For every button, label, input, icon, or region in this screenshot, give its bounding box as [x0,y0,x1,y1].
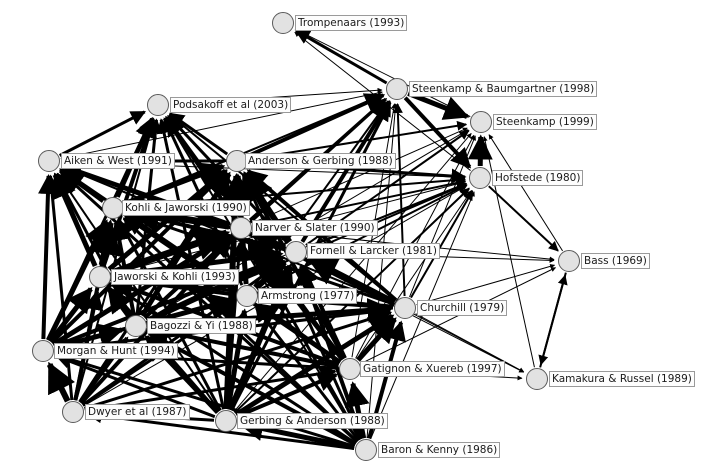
graph-node-label: Bagozzi & Yi (1988) [147,318,256,334]
graph-edge [416,263,556,306]
graph-node-label: Morgan & Hunt (1994) [54,343,178,359]
graph-node-label: Dwyer et al (1987) [85,404,190,420]
graph-edge [60,90,383,160]
graph-node-label: Jaworski & Kohli (1993) [111,269,239,285]
graph-node-label: Anderson & Gerbing (1988) [245,153,396,169]
graph-node[interactable] [272,12,294,34]
graph-edge [345,381,370,439]
graph-node[interactable] [355,439,377,461]
graph-node-label: Kohli & Jaworski (1990) [122,200,250,216]
graph-node[interactable] [339,358,361,380]
graph-node[interactable] [102,197,124,219]
graph-node-label: Narver & Slater (1990) [252,220,378,236]
graph-edge [488,134,564,252]
graph-node[interactable] [38,150,60,172]
graph-edge [247,93,386,158]
graph-node[interactable] [125,315,147,337]
graph-edge [410,190,474,299]
graph-node[interactable] [470,111,492,133]
graph-node-label: Bass (1969) [581,253,650,269]
graph-edge [538,272,567,366]
graph-edge [467,134,493,167]
graph-edge [234,313,395,417]
graph-node-label: Steenkamp & Baumgartner (1998) [409,81,598,97]
graph-edge [252,178,467,227]
graph-node[interactable] [215,410,237,432]
graph-node-label: Hofstede (1980) [492,170,584,186]
graph-node[interactable] [386,78,408,100]
graph-edge [488,185,559,252]
graph-node-label: Steenkamp (1999) [493,114,597,130]
graph-node[interactable] [89,266,111,288]
graph-node-label: Podsakoff et al (2003) [170,97,292,113]
graph-node-label: Gatignon & Xuereb (1997) [360,361,505,377]
graph-node[interactable] [394,297,416,319]
graph-edge [407,91,470,120]
graph-node-label: Gerbing & Anderson (1988) [237,413,388,429]
graph-edge [37,173,58,340]
graph-edge [55,352,355,448]
graph-edge [300,100,391,243]
graph-node-label: Trompenaars (1993) [295,15,408,31]
graph-node-label: Kamakura & Russel (1989) [549,371,695,387]
graph-node[interactable] [32,340,54,362]
graph-node-label: Armstrong (1977) [258,288,358,304]
graph-node[interactable] [285,241,307,263]
graph-node-label: Fornell & Larcker (1981) [307,243,440,259]
graph-edge [242,172,347,360]
graph-edge [148,322,339,369]
graph-edge [58,110,146,157]
graph-node-label: Aiken & West (1991) [61,153,175,169]
graph-node[interactable] [558,250,580,272]
graph-edge [236,372,339,419]
graph-edge [403,96,472,169]
graph-edge [46,361,75,403]
graph-edge [84,365,337,412]
graph-node-label: Churchill (1979) [417,300,508,316]
graph-edge [306,256,396,306]
graph-edge [257,303,342,364]
graph-edge [295,29,471,118]
graph-edge [84,309,393,410]
graph-node[interactable] [236,285,258,307]
graph-node[interactable] [62,401,84,423]
graph-node[interactable] [230,217,252,239]
graph-node[interactable] [469,167,491,189]
graph-node[interactable] [526,368,548,390]
graph-edge [409,135,476,298]
graph-edge [46,219,109,342]
graph-node-label: Baron & Kenny (1986) [378,442,501,458]
graph-node[interactable] [147,94,169,116]
graph-edge [294,29,388,85]
